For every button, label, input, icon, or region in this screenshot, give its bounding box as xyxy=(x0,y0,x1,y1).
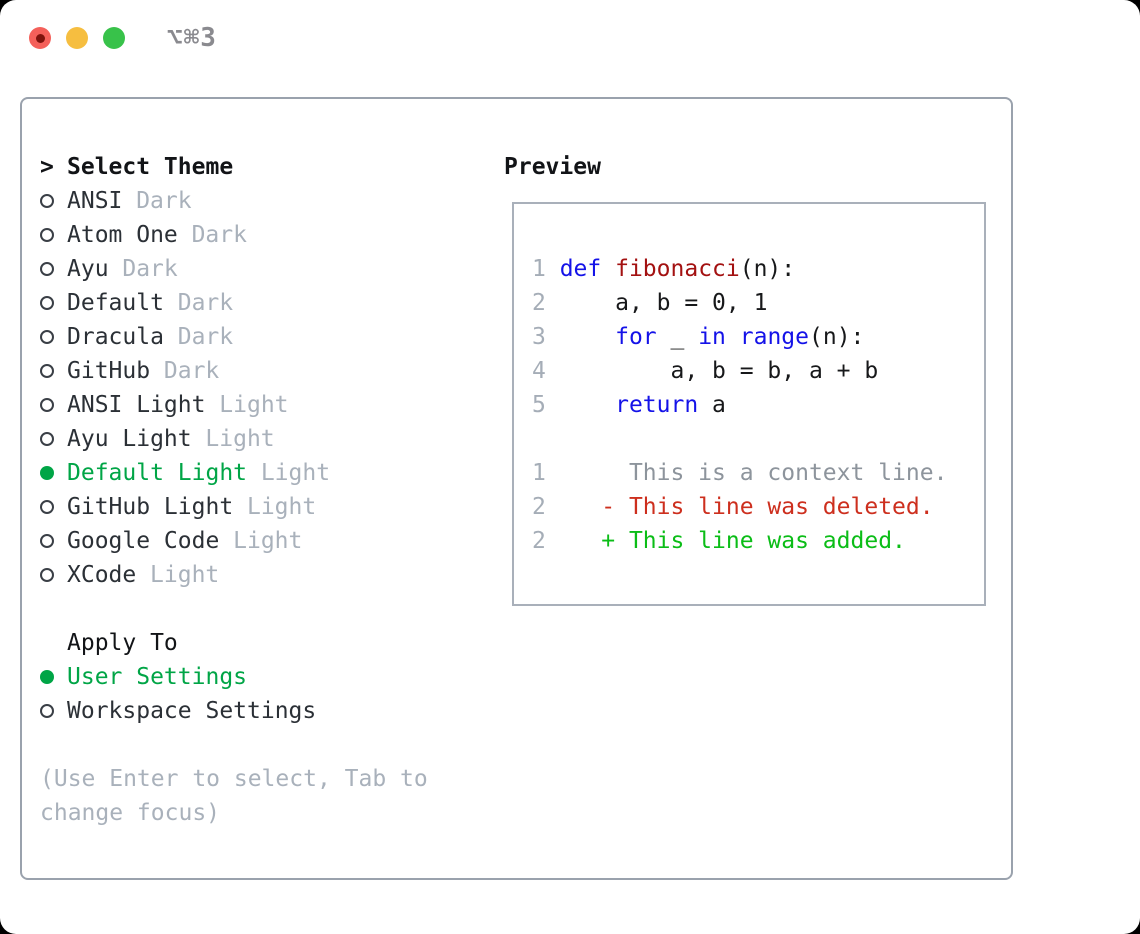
help-text-line: change focus) xyxy=(40,800,221,826)
theme-variant-label: Light xyxy=(219,392,289,418)
code-line xyxy=(532,422,984,456)
theme-option-label: Google Code xyxy=(67,528,220,554)
theme-option-dracula[interactable]: Dracula Dark xyxy=(40,320,428,354)
theme-option-github[interactable]: GitHub Dark xyxy=(40,354,428,388)
preview-box: 1 def fibonacci(n): 2 a, b = 0, 1 3 for _ … xyxy=(512,202,986,606)
theme-option-label: Ayu xyxy=(67,256,109,282)
code-line: 1 def fibonacci(n): xyxy=(532,256,796,282)
radio-unselected-icon xyxy=(40,704,67,718)
code-line: 2 a, b = 0, 1 xyxy=(532,290,768,316)
preview-heading: Preview xyxy=(504,154,601,180)
section-gap xyxy=(40,728,428,762)
theme-variant-label: Light xyxy=(233,528,303,554)
theme-variant-label: Dark xyxy=(122,256,178,282)
code-line: 2 + This line was added. xyxy=(532,528,906,554)
theme-variant-label: Dark xyxy=(136,188,192,214)
close-button[interactable] xyxy=(29,27,51,49)
apply-option-workspace-settings[interactable]: Workspace Settings xyxy=(40,694,428,728)
radio-unselected-icon xyxy=(40,432,67,446)
radio-unselected-icon xyxy=(40,194,67,208)
theme-option-label: Atom One xyxy=(67,222,178,248)
prompt-icon: > xyxy=(40,154,54,180)
theme-option-ansi[interactable]: ANSI Dark xyxy=(40,184,428,218)
theme-option-label: GitHub xyxy=(67,358,151,384)
radio-selected-icon xyxy=(40,670,67,684)
theme-option-label: Default Light xyxy=(67,460,248,486)
theme-option-github-light[interactable]: GitHub Light Light xyxy=(40,490,428,524)
apply-option-label: Workspace Settings xyxy=(67,698,317,724)
radio-selected-icon xyxy=(40,466,67,480)
theme-option-ansi-light[interactable]: ANSI Light Light xyxy=(40,388,428,422)
theme-option-xcode[interactable]: XCode Light xyxy=(40,558,428,592)
theme-variant-label: Dark xyxy=(191,222,247,248)
code-line: 4 a, b = b, a + b xyxy=(532,358,879,384)
code-line: 3 for _ in range(n): xyxy=(532,324,865,350)
select-theme-header-row: > Select Theme xyxy=(40,150,428,184)
apply-to-heading: Apply To xyxy=(67,630,178,656)
radio-unselected-icon xyxy=(40,364,67,378)
theme-option-label: XCode xyxy=(67,562,137,588)
radio-unselected-icon xyxy=(40,330,67,344)
theme-variant-label: Dark xyxy=(163,358,220,384)
theme-variant-label: Light xyxy=(246,494,317,520)
theme-variant-label: Light xyxy=(260,460,331,486)
apply-to-header-row: Apply To xyxy=(40,626,428,660)
help-text: (Use Enter to select, Tab to change focu… xyxy=(40,762,428,830)
code-line: 5 return a xyxy=(532,392,726,418)
radio-unselected-icon xyxy=(40,500,67,514)
theme-option-label: Ayu Light xyxy=(67,426,192,452)
theme-option-default[interactable]: Default Dark xyxy=(40,286,428,320)
theme-option-atom-one[interactable]: Atom One Dark xyxy=(40,218,428,252)
theme-option-ayu-light[interactable]: Ayu Light Light xyxy=(40,422,428,456)
radio-unselected-icon xyxy=(40,262,67,276)
zoom-button[interactable] xyxy=(103,27,125,49)
theme-option-label: ANSI Light xyxy=(67,392,206,418)
radio-unselected-icon xyxy=(40,296,67,310)
code-line: 2 - This line was deleted. xyxy=(532,494,934,520)
radio-unselected-icon xyxy=(40,228,67,242)
theme-option-ayu[interactable]: Ayu Dark xyxy=(40,252,428,286)
section-gap xyxy=(40,592,428,626)
preview-code: 1 def fibonacci(n): 2 a, b = 0, 1 3 for _ … xyxy=(532,252,984,558)
select-theme-heading: Select Theme xyxy=(67,154,234,180)
theme-option-label: Dracula xyxy=(67,324,164,350)
code-line: 1 This is a context line. xyxy=(532,460,948,486)
apply-option-label: User Settings xyxy=(67,664,248,690)
titlebar: ⌥⌘3 xyxy=(0,0,1140,97)
apply-option-user-settings[interactable]: User Settings xyxy=(40,660,428,694)
window-title: ⌥⌘3 xyxy=(167,23,217,53)
radio-unselected-icon xyxy=(40,568,67,582)
theme-option-google-code[interactable]: Google Code Light xyxy=(40,524,428,558)
theme-variant-label: Dark xyxy=(177,324,234,350)
theme-option-label: GitHub Light xyxy=(67,494,234,520)
minimize-button[interactable] xyxy=(66,27,88,49)
radio-unselected-icon xyxy=(40,398,67,412)
unsaved-indicator-icon xyxy=(35,33,45,43)
theme-variant-label: Dark xyxy=(177,290,234,316)
theme-variant-label: Light xyxy=(205,426,275,452)
theme-option-label: Default xyxy=(67,290,164,316)
theme-variant-label: Light xyxy=(150,562,220,588)
help-text-line: (Use Enter to select, Tab to xyxy=(40,766,428,792)
theme-option-default-light[interactable]: Default Light Light xyxy=(40,456,428,490)
theme-option-label: ANSI xyxy=(67,188,123,214)
radio-unselected-icon xyxy=(40,534,67,548)
